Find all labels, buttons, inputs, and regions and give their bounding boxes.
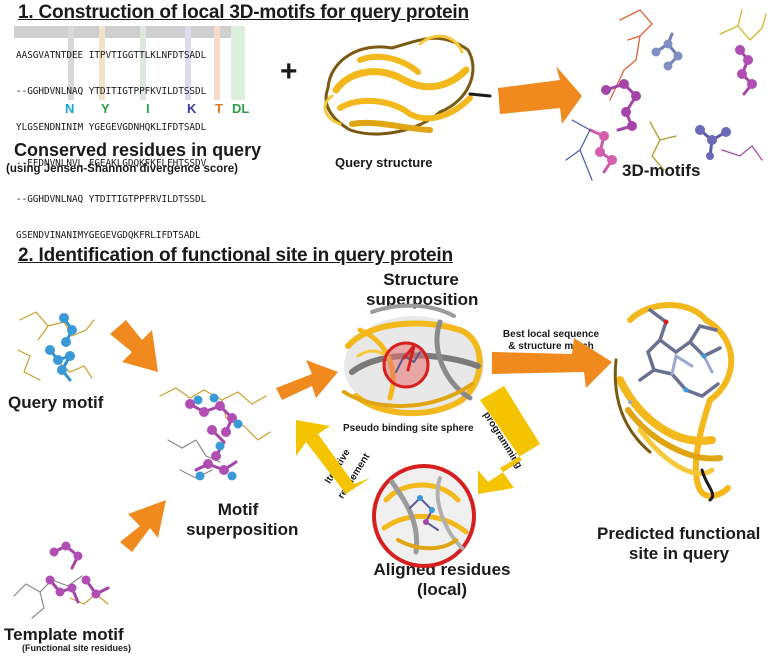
arrow-iterative-refinement	[296, 420, 370, 494]
query-motif-graphic	[17, 311, 95, 382]
alignment-row: --GGHDVNLNAQ YTDITIGTPPFRVILDTSSDL	[16, 194, 207, 205]
structure-superposition-label-1: Structure	[383, 270, 459, 289]
best-match-label-1: Best local sequence	[502, 329, 600, 340]
query-motif-label: Query motif	[8, 393, 104, 412]
predicted-site-label-1: Predicted functional	[597, 524, 761, 543]
arrow-template-to-superposition	[120, 500, 166, 552]
conserved-letter-i: I	[146, 101, 150, 116]
section2-title: 2. Identification of functional site in …	[18, 245, 453, 266]
sequence-alignment: AASGVATNTDEE ITPVTIGGTTLKLNFDTSADL --GGH…	[16, 26, 206, 254]
conserved-letter-n: N	[65, 101, 75, 116]
alignment-row: --EFDNVNLNVL FGEAKLGDQKFKFLFHTSSDV	[16, 158, 207, 169]
alignment-row: --GGHDVNLNAQ YTDITIGTPPFKVILDTSSDL	[16, 86, 207, 97]
best-match-label-2: & structure match	[508, 341, 594, 352]
arrow-best-match	[492, 338, 612, 388]
motif-superposition-label-1: Motif	[217, 500, 259, 519]
motif-superposition-label-2: superposition	[186, 520, 299, 539]
conserved-residues-label: Conserved residues in query	[14, 140, 262, 160]
3d-motifs-cluster	[565, 9, 767, 181]
alignment-highlights	[14, 26, 249, 100]
conserved-letter-t: T	[215, 101, 223, 116]
arrow-dynamic-programming	[478, 386, 540, 494]
arrow-query-to-superposition	[110, 320, 158, 372]
plus-sign: +	[280, 55, 298, 88]
conserved-letter-k: K	[187, 101, 197, 116]
template-motif-sublabel: (Functional site residues)	[22, 643, 132, 653]
alignment-row: YLGSENDNINIM YGEGEVGDNHQKLIFDTSADL	[16, 122, 207, 133]
alignment-row: GSENDVINANIMYGEGEVGDQKFRLIFDTSADL	[16, 230, 201, 241]
template-motif-label: Template motif	[4, 625, 124, 644]
structure-superposition-label-2: superposition	[366, 290, 479, 309]
conserved-letter-dl: DL	[232, 101, 250, 116]
alignment-row: AASGVATNTDEE ITPVTIGGTTLKLNFDTSADL	[16, 50, 207, 61]
section1-title: 1. Construction of local 3D-motifs for q…	[18, 2, 469, 23]
arrow-to-motifs	[498, 66, 582, 124]
motif-superposition-graphic	[159, 387, 271, 481]
pseudo-binding-site-label: Pseudo binding site sphere	[343, 423, 474, 434]
conserved-letter-y: Y	[101, 101, 110, 116]
aligned-residues-graphic	[372, 464, 476, 568]
aligned-residues-label-2: (local)	[416, 580, 468, 599]
arrow-to-structure-superposition	[276, 360, 338, 400]
3d-motifs-label: 3D-motifs	[622, 161, 701, 180]
template-motif-graphic	[13, 541, 110, 619]
predicted-site-graphic	[613, 302, 735, 502]
conserved-residues-sublabel: (using Jensen-Shannon divergence score)	[6, 163, 238, 175]
query-structure-ribbon	[323, 34, 492, 136]
query-structure-label: Query structure	[335, 155, 433, 170]
predicted-site-label-2: site in query	[628, 544, 730, 563]
structure-superposition-graphic	[342, 303, 484, 417]
